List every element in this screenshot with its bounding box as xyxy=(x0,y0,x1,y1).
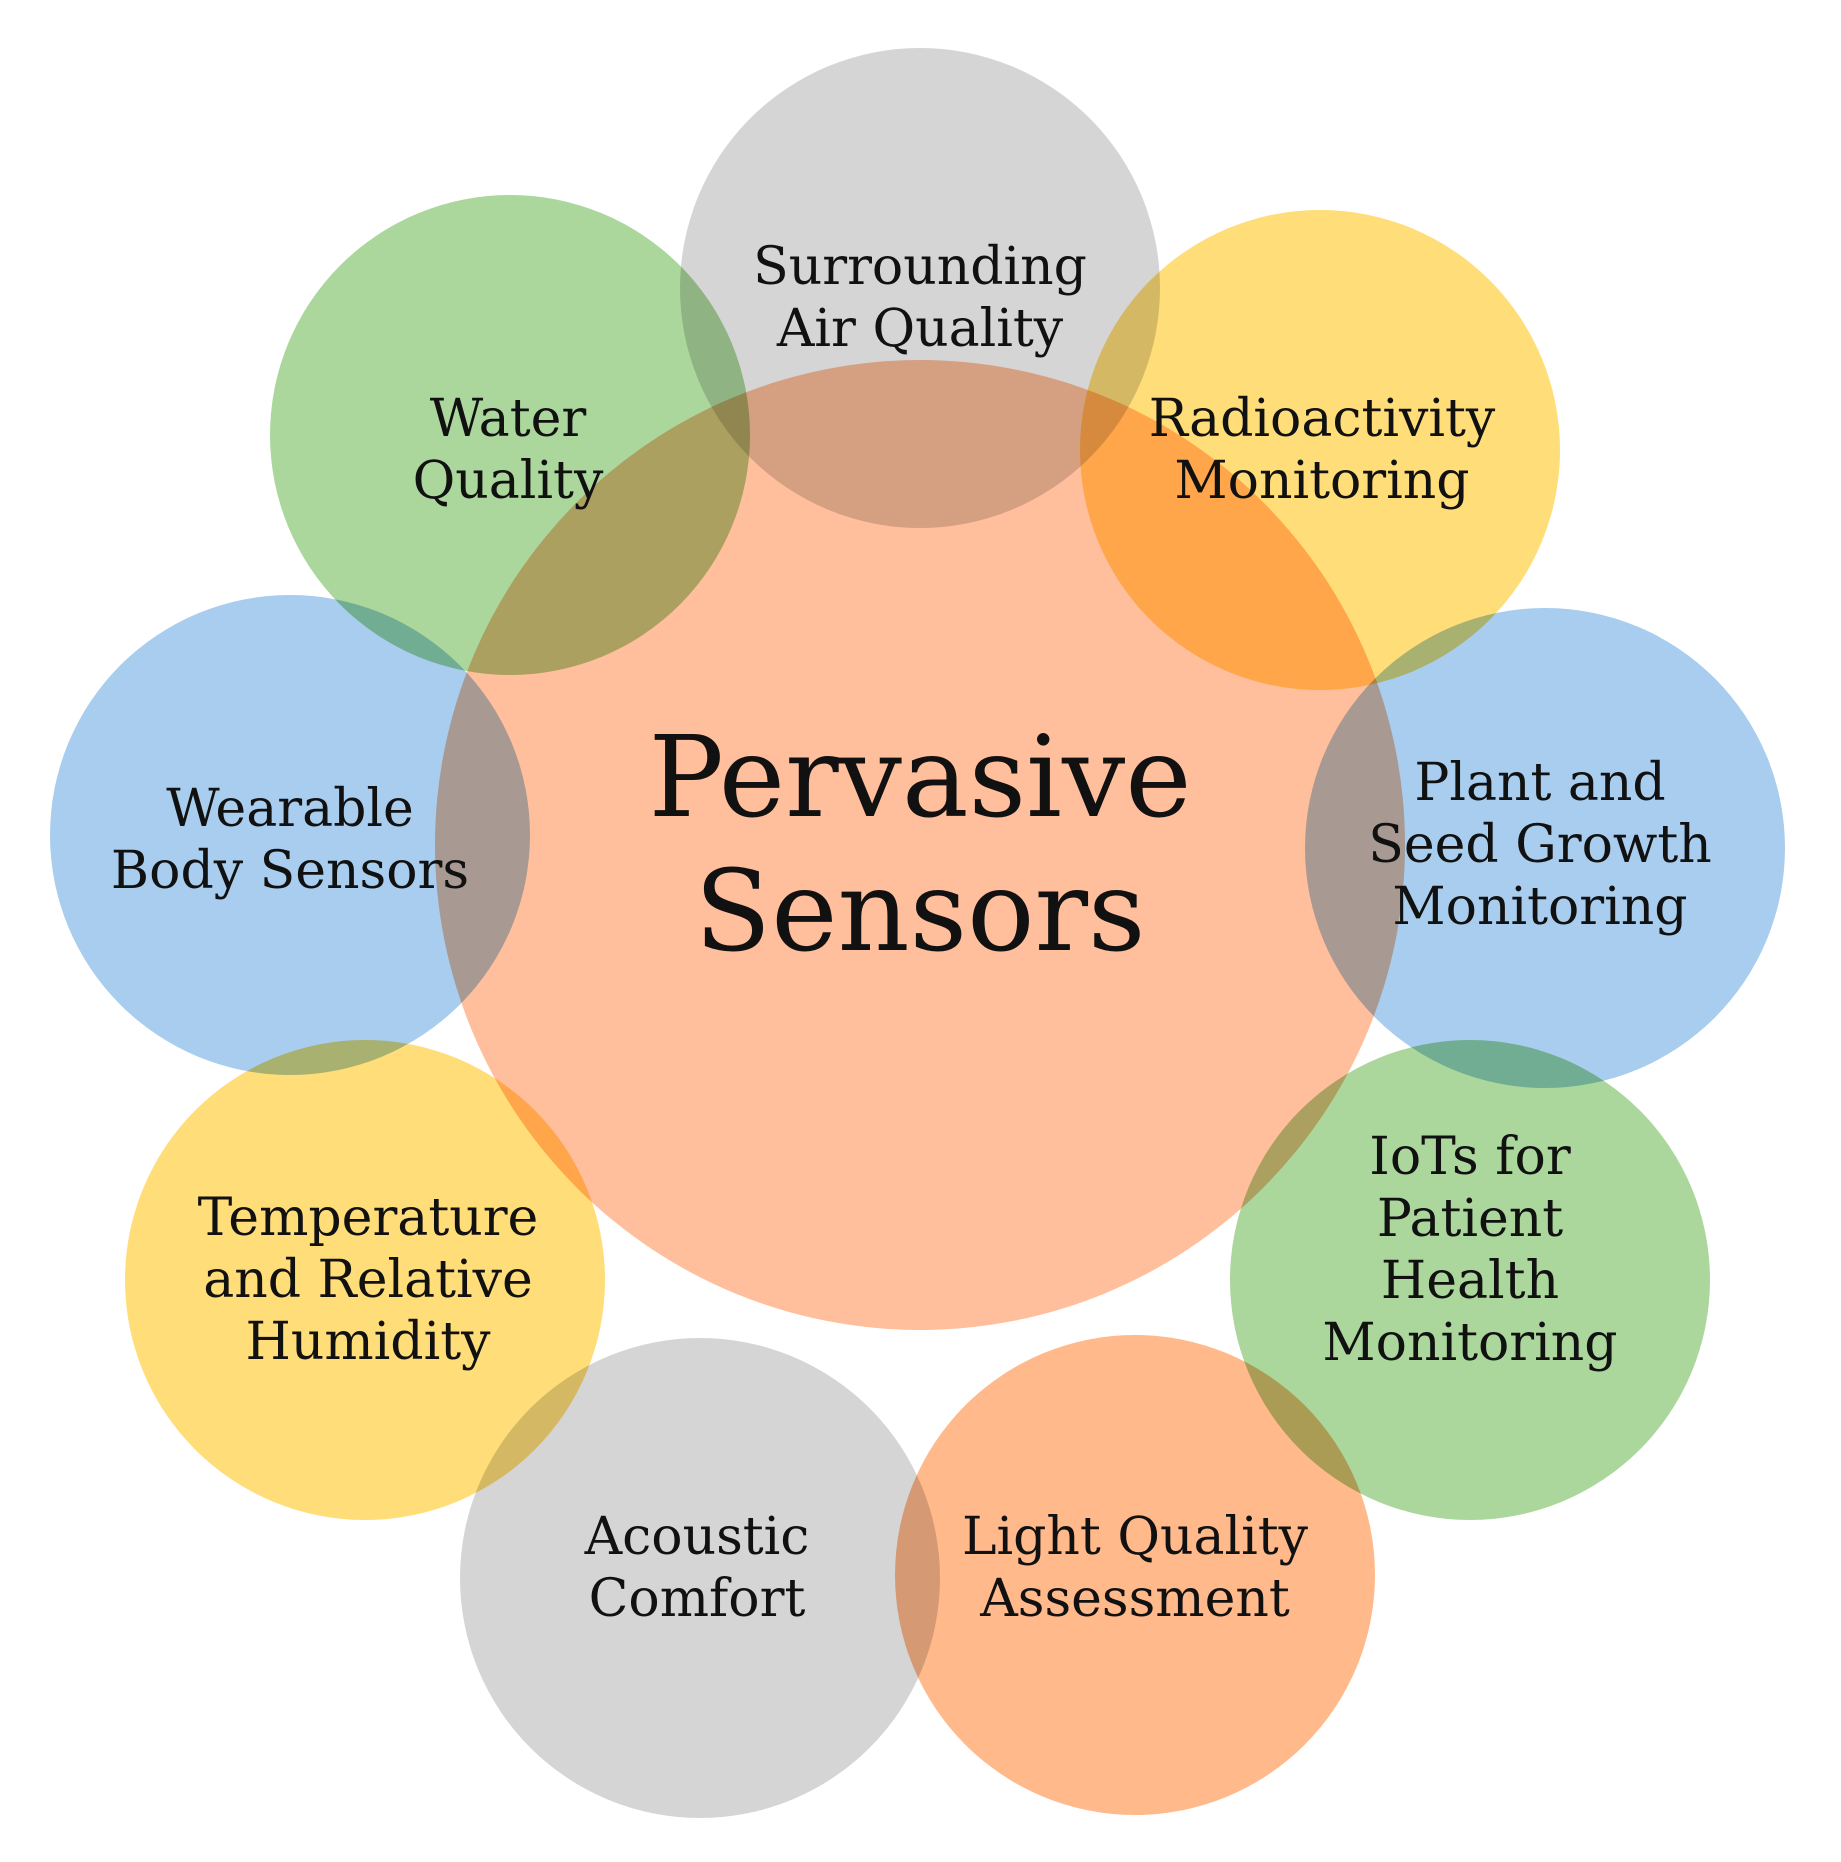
label-line: Surrounding xyxy=(753,237,1087,297)
label-line: Light Quality xyxy=(961,1507,1309,1567)
label-line: Health xyxy=(1380,1251,1560,1311)
circle-plant-and-seed-growth-monitoring xyxy=(1305,608,1785,1088)
circle-radioactivity-monitoring xyxy=(1080,210,1560,690)
label-line: Monitoring xyxy=(1174,451,1470,511)
label-line: Radioactivity xyxy=(1148,389,1496,449)
circle-temperature-and-relative-humidity xyxy=(125,1040,605,1520)
circle-iots-for-patient-health-monitoring xyxy=(1230,1040,1710,1520)
circle-water-quality xyxy=(270,195,750,675)
circle-light-quality-assessment xyxy=(895,1335,1375,1815)
label-line: Patient xyxy=(1376,1189,1564,1249)
label-line: Body Sensors xyxy=(110,841,470,901)
circle-surrounding-air-quality xyxy=(680,48,1160,528)
label-line: Water xyxy=(429,389,587,449)
label-line: Assessment xyxy=(980,1569,1290,1629)
label-line: Quality xyxy=(412,451,604,511)
circle-acoustic-comfort xyxy=(460,1338,940,1818)
center-label-line: Sensors xyxy=(694,847,1146,977)
label-line: IoTs for xyxy=(1369,1127,1571,1187)
center-label-line: Pervasive xyxy=(648,713,1192,843)
center-label: Pervasive Sensors xyxy=(648,711,1191,979)
circle-wearable-body-sensors xyxy=(50,595,530,1075)
label-line: Air Quality xyxy=(776,299,1064,359)
label-line: Wearable xyxy=(166,779,414,839)
label-line: Comfort xyxy=(588,1569,806,1629)
label-line: Monitoring xyxy=(1322,1313,1618,1373)
outer-circles xyxy=(50,48,1785,1818)
label-line: Plant and xyxy=(1414,753,1666,813)
label-line: and Relative xyxy=(203,1250,533,1310)
label-line: Temperature xyxy=(197,1188,539,1248)
label-line: Monitoring xyxy=(1392,877,1688,937)
label-line: Humidity xyxy=(245,1312,491,1372)
label-line: Seed Growth xyxy=(1368,815,1712,875)
label-line: Acoustic xyxy=(584,1507,810,1567)
